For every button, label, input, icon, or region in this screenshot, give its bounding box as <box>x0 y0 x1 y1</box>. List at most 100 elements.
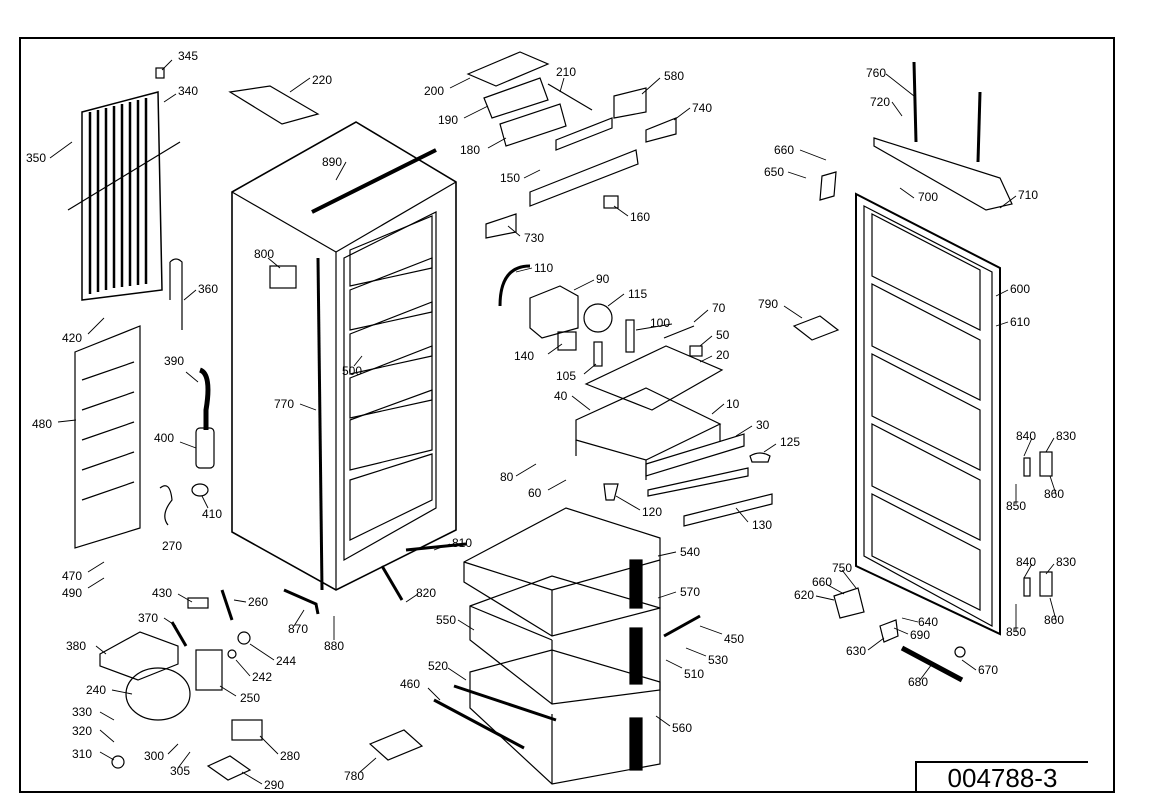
part-label: 340 <box>178 84 198 98</box>
control-parts <box>466 51 677 239</box>
part-label: 710 <box>1018 188 1038 202</box>
fan-parts <box>498 264 703 367</box>
part-label: 600 <box>1010 282 1030 296</box>
part-label: 790 <box>758 297 778 311</box>
part-label: 460 <box>400 677 420 691</box>
part-label: 80 <box>500 470 514 484</box>
part-label: 540 <box>680 545 700 559</box>
part-label: 800 <box>254 247 274 261</box>
top-hinge-bar-part <box>873 137 1013 211</box>
part-label: 610 <box>1010 315 1030 329</box>
tube-part <box>169 258 183 330</box>
top-cover-part <box>228 85 320 125</box>
part-label: 510 <box>684 667 704 681</box>
part-label: 660 <box>774 143 794 157</box>
back-panel-part <box>74 325 141 549</box>
part-label: 430 <box>152 586 172 600</box>
part-label: 10 <box>726 397 740 411</box>
part-label: 780 <box>344 769 364 783</box>
part-label: 490 <box>62 586 82 600</box>
part-label: 830 <box>1056 555 1076 569</box>
part-label: 860 <box>1044 487 1064 501</box>
part-label: 470 <box>62 569 82 583</box>
part-label: 660 <box>812 575 832 589</box>
part-label: 105 <box>556 369 576 383</box>
drawing-code-box: 004788-3 <box>915 761 1088 793</box>
part-label: 115 <box>628 287 647 301</box>
part-label: 840 <box>1016 429 1036 443</box>
drain-part <box>195 427 215 469</box>
part-label: 550 <box>436 613 456 627</box>
part-label: 410 <box>202 507 222 521</box>
drawing-frame <box>19 37 1115 793</box>
part-label: 810 <box>452 536 472 550</box>
part-label: 130 <box>752 518 772 532</box>
part-label: 850 <box>1006 625 1026 639</box>
part-label: 210 <box>556 65 576 79</box>
part-label: 110 <box>534 261 553 275</box>
part-label: 150 <box>500 171 520 185</box>
part-label: 740 <box>692 101 712 115</box>
part-label: 70 <box>712 301 726 315</box>
part-label: 125 <box>780 435 800 449</box>
part-label: 240 <box>86 683 106 697</box>
part-label: 90 <box>596 272 610 286</box>
part-label: 860 <box>1044 613 1064 627</box>
part-label: 200 <box>424 84 444 98</box>
part-label: 870 <box>288 622 308 636</box>
part-label: 180 <box>460 143 480 157</box>
part-label: 320 <box>72 724 92 738</box>
part-label: 60 <box>528 486 542 500</box>
part-label: 630 <box>846 644 866 658</box>
part-label: 30 <box>756 418 770 432</box>
part-label: 50 <box>716 328 730 342</box>
part-label: 120 <box>642 505 662 519</box>
part-label: 100 <box>650 316 670 330</box>
part-label: 640 <box>918 615 938 629</box>
part-label: 670 <box>978 663 998 677</box>
part-label: 570 <box>680 585 700 599</box>
drawer-parts <box>368 507 701 785</box>
part-label: 250 <box>240 691 260 705</box>
part-label: 280 <box>280 749 300 763</box>
part-label: 530 <box>708 653 728 667</box>
part-label: 420 <box>62 331 82 345</box>
cabinet-part <box>231 121 457 591</box>
part-label: 760 <box>866 66 886 80</box>
part-label: 580 <box>664 69 684 83</box>
part-label: 890 <box>322 155 342 169</box>
part-label: 40 <box>554 389 568 403</box>
part-label: 160 <box>630 210 650 224</box>
part-label: 690 <box>910 628 930 642</box>
part-label: 880 <box>324 639 344 653</box>
part-label: 720 <box>870 95 890 109</box>
part-label: 20 <box>716 348 730 362</box>
part-label: 620 <box>794 588 814 602</box>
part-label: 650 <box>764 165 784 179</box>
part-label: 290 <box>264 778 284 792</box>
part-label: 380 <box>66 639 86 653</box>
part-label: 300 <box>144 749 164 763</box>
part-label: 360 <box>198 282 218 296</box>
part-label: 830 <box>1056 429 1076 443</box>
part-label: 700 <box>918 190 938 204</box>
part-label: 770 <box>274 397 294 411</box>
part-label: 820 <box>416 586 436 600</box>
part-label: 270 <box>162 539 182 553</box>
part-label: 190 <box>438 113 458 127</box>
part-label: 560 <box>672 721 692 735</box>
part-label: 850 <box>1006 499 1026 513</box>
compressor-parts <box>99 589 263 781</box>
door-part <box>855 192 1001 636</box>
part-label: 330 <box>72 705 92 719</box>
part-label: 140 <box>514 349 534 363</box>
part-label: 500 <box>342 364 362 378</box>
part-label: 244 <box>276 654 296 668</box>
evaporator-housing-part <box>575 345 773 527</box>
part-label: 260 <box>248 595 268 609</box>
part-label: 680 <box>908 675 928 689</box>
hose-part <box>198 367 211 430</box>
part-label: 345 <box>178 49 198 63</box>
part-label: 242 <box>252 670 272 684</box>
